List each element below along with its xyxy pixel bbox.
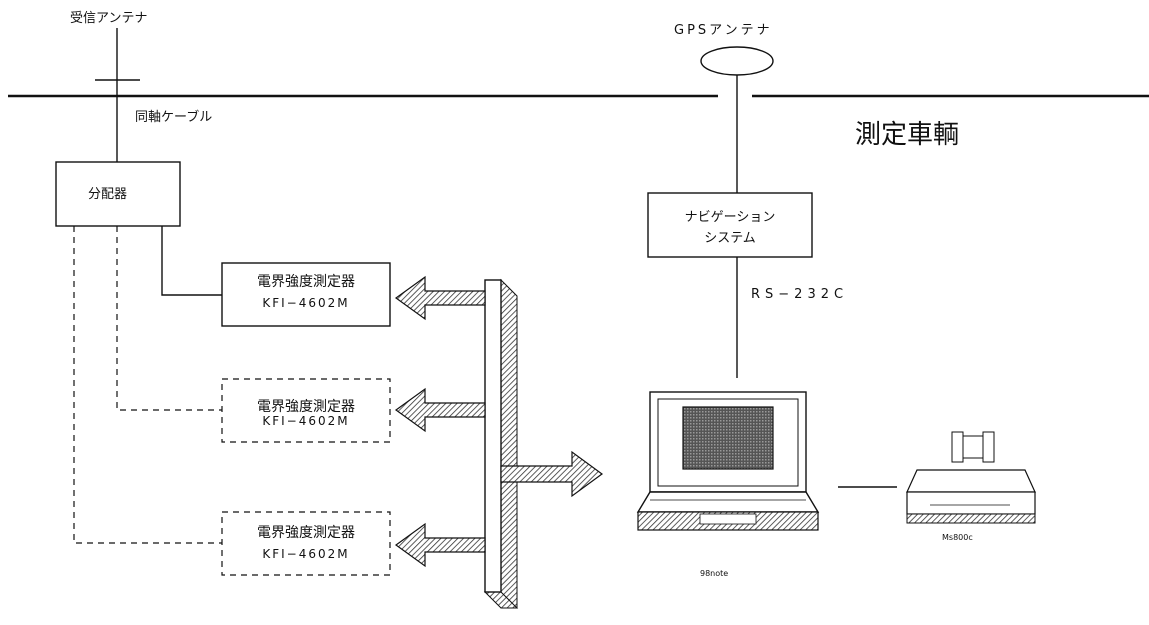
navigation-label-line1: ナビゲーション (685, 210, 776, 225)
rx-antenna-label: 受信アンテナ (70, 11, 147, 26)
printer-caption: Ms800c (942, 533, 973, 542)
wire-meter-1 (161, 226, 222, 296)
splitter-box (55, 161, 181, 227)
meter-box-1 (221, 262, 391, 327)
gps-antenna-label: GPSアンテナ (674, 23, 773, 38)
wire-meter-3 (73, 226, 222, 544)
coax-cable-label: 同軸ケーブル (135, 109, 212, 125)
vehicle-label: 測定車輌 (855, 120, 959, 150)
meter-box-2 (221, 378, 391, 443)
meter-1-name: 電界強度測定器 (257, 274, 355, 290)
meter-2-name: 電界強度測定器 (257, 399, 355, 415)
data-bus (483, 278, 519, 609)
meter-box-3 (221, 511, 391, 576)
printer (906, 431, 1036, 524)
meter-3-name: 電界強度測定器 (257, 525, 355, 541)
meter-1-model: KFI−4602M (262, 296, 349, 310)
bus-arrow-meter-1 (394, 275, 486, 321)
meter-3-model: KFI−4602M (262, 547, 349, 561)
meter-2-model: KFI−4602M (262, 414, 349, 428)
bus-arrow-meter-2 (394, 387, 486, 433)
laptop-caption: 98note (700, 569, 728, 578)
bus-arrow-laptop (500, 450, 604, 498)
wire-meter-2 (116, 226, 222, 411)
bus-arrow-meter-3 (394, 522, 486, 568)
rs232c-label: RS−232C (751, 287, 848, 302)
navigation-label-line2: システム (704, 231, 756, 246)
laptop-screen (682, 406, 774, 470)
laptop (636, 391, 820, 531)
navigation-system-box (647, 192, 813, 258)
splitter-label: 分配器 (88, 187, 127, 202)
gps-antenna-dome (700, 46, 774, 76)
